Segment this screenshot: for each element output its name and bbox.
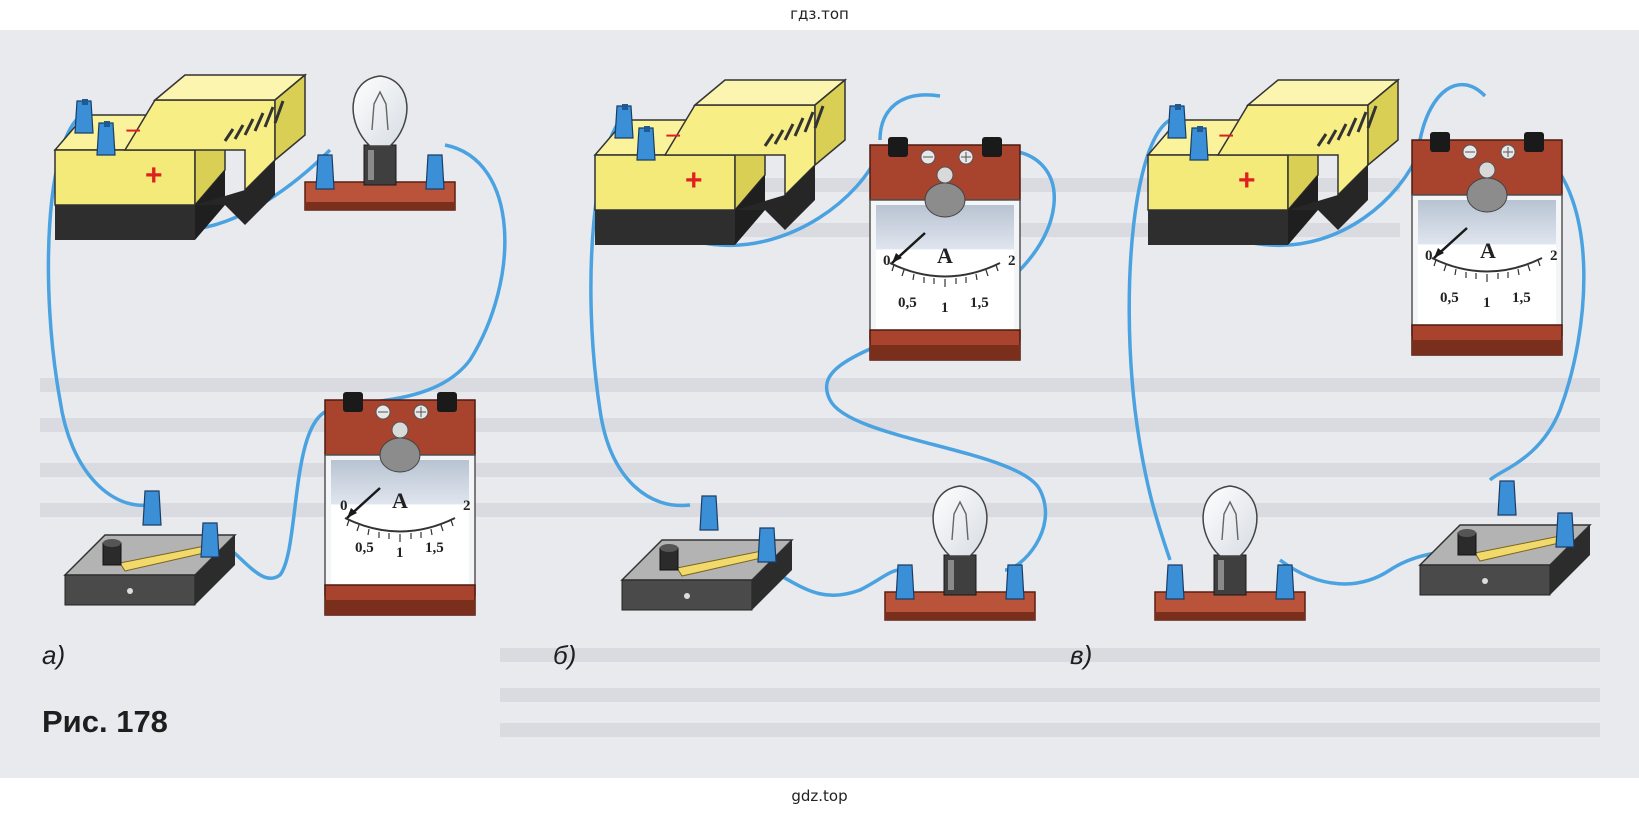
ammeter-scale-labels: A 0 0,5 1 1,5 2 <box>883 243 1016 316</box>
wire <box>1127 118 1172 561</box>
circuit-panel-b: A 0 0,5 1 1,5 2 <box>589 78 1056 621</box>
battery <box>53 73 307 242</box>
scale-label-0-5: 0,5 <box>898 295 917 311</box>
wire <box>1488 148 1586 482</box>
circuit-panel-c: A 0 0,5 1 1,5 2 <box>1127 78 1591 621</box>
scale-label-1-5: 1,5 <box>970 295 989 311</box>
ammeter-scale-labels: A 0 0,5 1 1,5 2 <box>340 488 471 561</box>
light-bulb <box>304 75 456 211</box>
figure-caption: Рис. 178 <box>42 704 168 739</box>
scale-label-2: 2 <box>1008 253 1016 269</box>
scale-label-1-5: 1,5 <box>425 540 444 556</box>
scale-label-0: 0 <box>1425 248 1433 264</box>
scale-label-0: 0 <box>340 498 348 514</box>
switch <box>1419 480 1591 596</box>
background-text-lines <box>40 178 1600 737</box>
watermark-top: гдз.топ <box>0 0 1639 30</box>
scale-label-2: 2 <box>463 498 471 514</box>
scale-label-1: 1 <box>1483 295 1491 311</box>
watermark-bottom: gdz.top <box>0 778 1639 814</box>
scale-label-1: 1 <box>941 300 949 316</box>
textbook-page: − + <box>0 30 1639 778</box>
ammeter-unit: A <box>392 488 408 513</box>
wire <box>824 148 1056 572</box>
circuit-figure: − + <box>40 73 1600 737</box>
scale-label-1-5: 1,5 <box>1512 290 1531 306</box>
wire <box>1418 82 1487 141</box>
battery <box>593 78 847 247</box>
panel-label-b: б) <box>553 640 577 670</box>
ammeter-unit: A <box>1480 238 1496 263</box>
wire <box>878 93 941 141</box>
scale-label-1: 1 <box>396 545 404 561</box>
scale-label-0: 0 <box>883 253 891 269</box>
wire <box>349 143 507 407</box>
ammeter-unit: A <box>937 243 953 268</box>
panel-label-a: а) <box>42 640 66 670</box>
scale-label-0-5: 0,5 <box>355 540 374 556</box>
panel-label-c: в) <box>1070 640 1093 670</box>
wire <box>209 408 331 580</box>
scale-label-2: 2 <box>1550 248 1558 264</box>
scale-label-0-5: 0,5 <box>1440 290 1459 306</box>
circuit-panel-a: A 0 0,5 1 1,5 2 <box>46 73 507 617</box>
ammeter-scale-labels: A 0 0,5 1 1,5 2 <box>1425 238 1558 311</box>
wire <box>769 568 901 598</box>
